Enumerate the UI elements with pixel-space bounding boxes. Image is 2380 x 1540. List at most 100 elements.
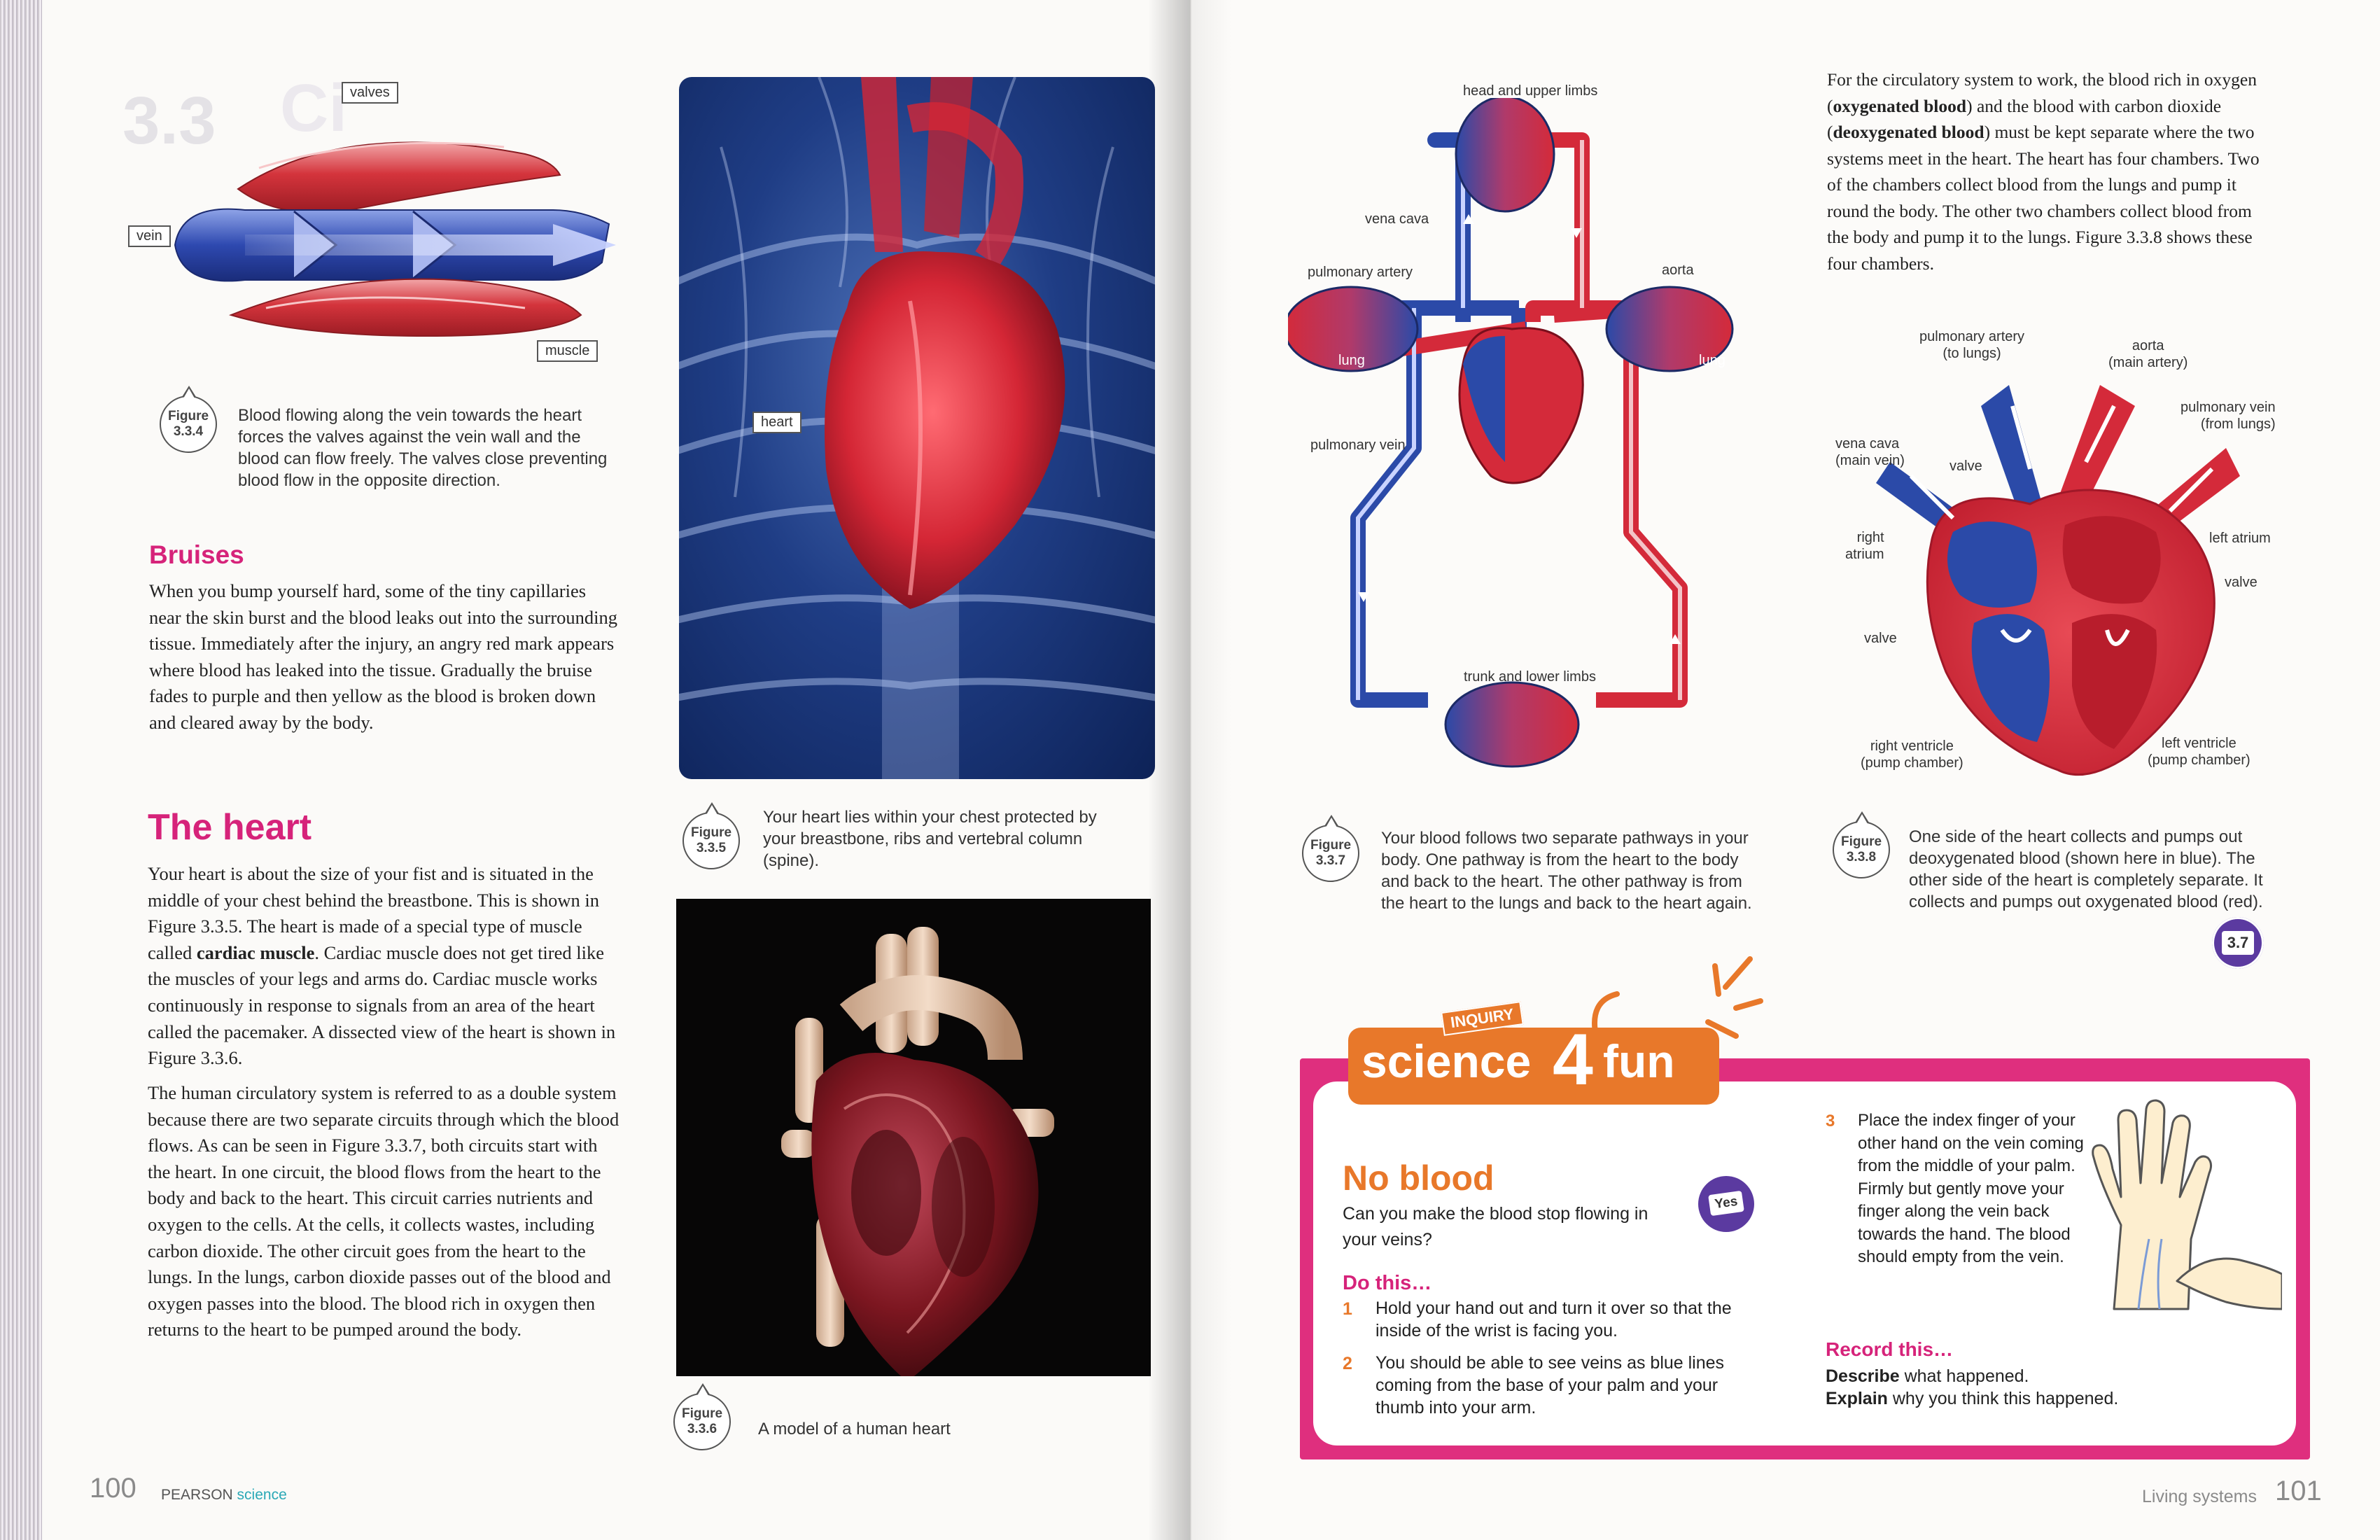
left-page: 3.3 Ci valves vein muscle Figure 3.3.4 B… bbox=[0, 0, 1190, 1540]
heart-model-illustration bbox=[781, 927, 1054, 1382]
heart-p1-text-b: . Cardiac muscle does not get tired like… bbox=[148, 941, 616, 1069]
figure-3-3-7-badge: Figure 3.3.7 bbox=[1302, 815, 1359, 882]
explain-rest: why you think this happened. bbox=[1887, 1389, 2119, 1408]
label-subtext: (main artery) bbox=[2108, 355, 2188, 370]
figure-number: 3.3.7 bbox=[1315, 853, 1346, 868]
label-heart: heart bbox=[752, 412, 802, 433]
activity-badge[interactable]: 3.7 bbox=[2212, 917, 2264, 969]
label-trunk-lower-limbs: trunk and lower limbs bbox=[1464, 669, 1596, 685]
label-subtext: (pump chamber) bbox=[2148, 752, 2250, 768]
figure-3-3-8-badge: Figure 3.3.8 bbox=[1833, 811, 1890, 878]
label-aorta-chamber: aorta(main artery) bbox=[2108, 337, 2188, 371]
figure-3-3-6-badge: Figure 3.3.6 bbox=[673, 1383, 731, 1450]
record-this-heading: Record this… bbox=[1826, 1338, 1954, 1360]
science4fun-logo bbox=[1348, 1028, 1719, 1105]
figure-3-3-4-caption: Blood flowing along the vein towards the… bbox=[238, 406, 608, 490]
label-subtext: atrium bbox=[1845, 547, 1884, 562]
heart-p1-text-a: Your heart is about the size of your fis… bbox=[148, 863, 599, 963]
step-1-text: Hold your hand out and turn it over so t… bbox=[1376, 1298, 1732, 1340]
label-valve-right: valve bbox=[2225, 575, 2258, 590]
heart-heading: The heart bbox=[148, 807, 312, 848]
record-explain: Explain why you think this happened. bbox=[1826, 1387, 2118, 1410]
figure-label: Figure bbox=[167, 409, 209, 424]
figure-3-3-5-caption: Your heart lies within your chest protec… bbox=[763, 808, 1097, 870]
figure-3-3-8-caption: One side of the heart collects and pumps… bbox=[1909, 827, 2263, 911]
yes-badge[interactable]: Yes bbox=[1698, 1176, 1754, 1232]
step-3-text: Place the index finger of your other han… bbox=[1858, 1111, 2084, 1266]
figure-label: Figure bbox=[681, 1406, 723, 1421]
chest-xray-illustration bbox=[679, 77, 1155, 779]
page-number-left: 100 bbox=[90, 1473, 136, 1504]
chambers-text-3: ) must be kept separate where the two sy… bbox=[1827, 122, 2260, 274]
label-pulmonary-artery-chamber: pulmonary artery(to lungs) bbox=[1919, 328, 2024, 362]
label-subtext: (to lungs) bbox=[1942, 346, 2001, 361]
inquiry-question: Can you make the blood stop flowing in y… bbox=[1343, 1204, 1648, 1250]
step-1-number: 1 bbox=[1343, 1299, 1352, 1319]
label-right-atrium: right atrium bbox=[1845, 529, 1884, 563]
section-title-fragment: Ci bbox=[280, 71, 347, 146]
bruises-text: When you bump yourself hard, some of the… bbox=[149, 580, 618, 733]
brand-pearson: PEARSON bbox=[161, 1487, 233, 1503]
bruises-heading: Bruises bbox=[149, 540, 244, 569]
label-head-upper-limbs: head and upper limbs bbox=[1463, 83, 1598, 99]
inquiry-title: No blood bbox=[1343, 1158, 1494, 1198]
figure-3-3-4-badge: Figure 3.3.4 bbox=[160, 386, 217, 453]
explain-bold: Explain bbox=[1826, 1389, 1888, 1408]
label-text: pulmonary vein bbox=[2180, 400, 2276, 415]
yes-badge-label: Yes bbox=[1708, 1190, 1744, 1217]
label-subtext: (from lungs) bbox=[2200, 416, 2276, 432]
deoxygenated-blood-term: deoxygenated blood bbox=[1833, 122, 1984, 142]
figure-3-3-6-caption: A model of a human heart bbox=[758, 1420, 951, 1438]
step-3-number: 3 bbox=[1826, 1112, 1835, 1130]
label-text: right bbox=[1856, 530, 1884, 545]
chambers-paragraph: For the circulatory system to work, the … bbox=[1827, 66, 2261, 276]
label-lung-left: lung bbox=[1338, 353, 1365, 368]
label-text: vena cava bbox=[1835, 436, 1900, 451]
figure-number: 3.3.6 bbox=[687, 1422, 718, 1436]
label-pulmonary-vein: pulmonary vein bbox=[1310, 438, 1406, 453]
vein-valve-diagram bbox=[174, 141, 616, 337]
figure-label: Figure bbox=[1840, 834, 1882, 849]
page-number-right: 101 bbox=[2275, 1476, 2322, 1506]
label-vena-cava: vena cava bbox=[1365, 211, 1429, 227]
circulation-diagram bbox=[1288, 98, 1734, 768]
heart-chambers-diagram bbox=[1876, 385, 2240, 776]
section-number: 3.3 bbox=[122, 83, 216, 158]
footer-section: Living systems bbox=[2142, 1487, 2257, 1506]
figure-number: 3.3.5 bbox=[696, 841, 727, 855]
label-left-atrium: left atrium bbox=[2209, 531, 2271, 546]
logo-fun: fun bbox=[1603, 1035, 1675, 1087]
activity-badge-label: 3.7 bbox=[2222, 931, 2254, 955]
label-text: right ventricle bbox=[1870, 738, 1954, 754]
chambers-text-1: For the circulatory system to work, the … bbox=[1827, 69, 2258, 116]
label-text: aorta bbox=[2132, 338, 2164, 354]
figure-3-3-7-caption: Your blood follows two separate pathways… bbox=[1381, 829, 1752, 913]
publisher-brand: PEARSON science bbox=[161, 1487, 287, 1504]
label-subtext: (pump chamber) bbox=[1861, 755, 1963, 771]
hand-illustration bbox=[2092, 1099, 2282, 1310]
label-valve-left: valve bbox=[1864, 631, 1897, 646]
label-right-ventricle: right ventricle(pump chamber) bbox=[1861, 738, 1963, 771]
label-aorta: aorta bbox=[1662, 262, 1694, 278]
label-lung-right: lung bbox=[1699, 353, 1726, 368]
label-vena-cava-chamber: vena cava (main vein) bbox=[1835, 435, 1905, 469]
figure-3-3-5-badge: Figure 3.3.5 bbox=[682, 802, 740, 869]
figure-number: 3.3.4 bbox=[173, 424, 204, 439]
oxygenated-blood-term: oxygenated blood bbox=[1833, 95, 1967, 116]
heart-paragraph-1: Your heart is about the size of your fis… bbox=[148, 861, 624, 1072]
heart-model-photo bbox=[676, 899, 1151, 1382]
label-subtext: (main vein) bbox=[1835, 453, 1905, 468]
logo-number: 4 bbox=[1553, 1019, 1593, 1100]
label-pulmonary-vein-chamber: pulmonary vein(from lungs) bbox=[2180, 399, 2276, 433]
do-this-heading: Do this… bbox=[1343, 1272, 1432, 1294]
figure-label: Figure bbox=[1310, 838, 1352, 853]
label-muscle: muscle bbox=[537, 340, 598, 362]
label-pulmonary-artery: pulmonary artery bbox=[1308, 265, 1413, 280]
logo-science: science bbox=[1362, 1035, 1532, 1087]
figure-number: 3.3.8 bbox=[1846, 850, 1877, 864]
label-text: left ventricle bbox=[2162, 736, 2236, 751]
spark-icon bbox=[1592, 956, 1763, 1039]
label-valves: valves bbox=[342, 82, 398, 104]
chambers-text-2: ) and the blood with carbon dioxide ( bbox=[1827, 95, 2222, 143]
label-left-ventricle: left ventricle(pump chamber) bbox=[2148, 735, 2250, 769]
